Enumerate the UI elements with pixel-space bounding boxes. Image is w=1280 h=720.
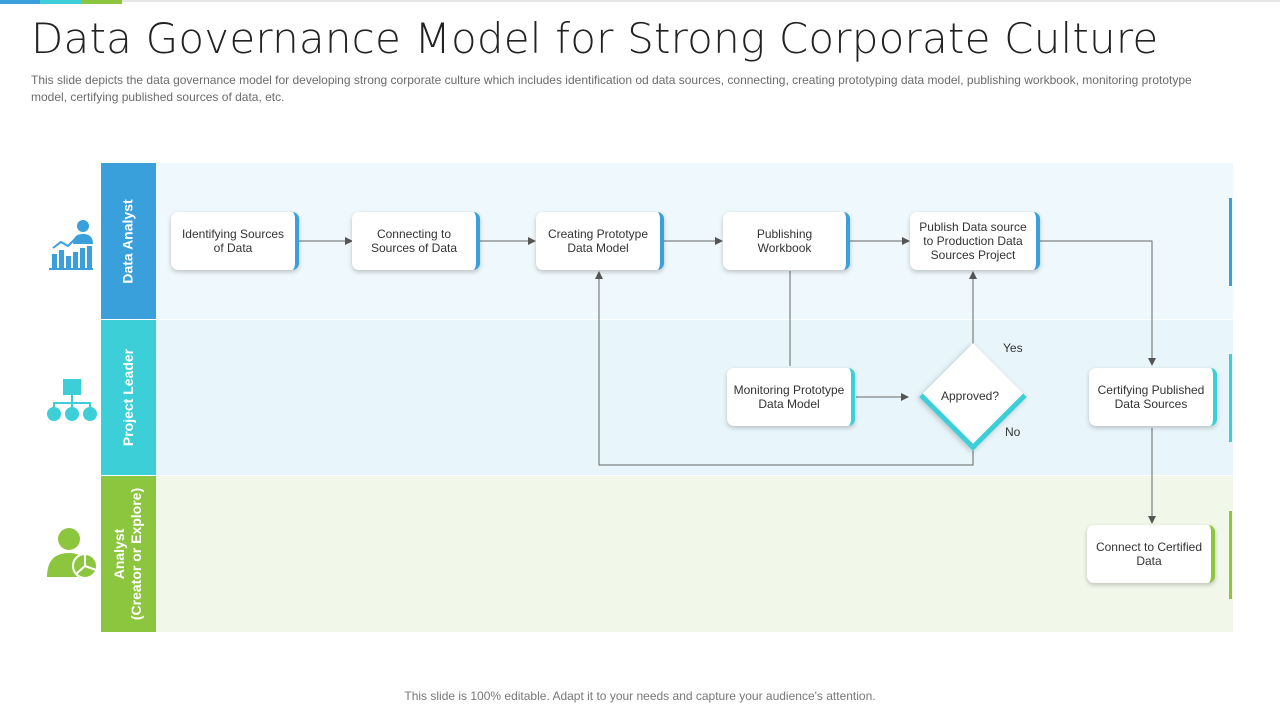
step-identifying-sources: Identifying Sources of Data — [171, 212, 299, 270]
edge-mark-green — [1229, 511, 1232, 599]
lane-tab-analyst: Analyst(Creator or Explore) — [101, 476, 156, 632]
top-rule — [122, 0, 1280, 2]
edge-mark-teal — [1229, 354, 1232, 442]
hierarchy-icon — [46, 379, 98, 428]
user-pie-icon — [47, 527, 99, 584]
top-accent-teal — [40, 0, 82, 4]
step-connect-certified: Connect to Certified Data — [1087, 525, 1215, 583]
page-title: Data Governance Model for Strong Corpora… — [31, 14, 1159, 63]
top-accent-green — [82, 0, 122, 4]
step-publishing-workbook: Publishing Workbook — [723, 212, 850, 270]
decision-label: Approved? — [940, 389, 1000, 403]
lane-analyst-bg — [156, 476, 1233, 632]
lane-tab-data-analyst: Data Analyst — [101, 163, 156, 319]
page-subtitle: This slide depicts the data governance m… — [31, 73, 1192, 104]
step-creating-prototype: Creating Prototype Data Model — [536, 212, 664, 270]
step-connecting-sources: Connecting to Sources of Data — [352, 212, 480, 270]
yes-label: Yes — [1003, 341, 1023, 355]
step-certifying-published: Certifying Published Data Sources — [1089, 368, 1217, 426]
edge-mark-blue — [1229, 198, 1232, 286]
footer-note: This slide is 100% editable. Adapt it to… — [404, 689, 876, 703]
step-publish-data-source: Publish Data source to Production Data S… — [910, 212, 1040, 270]
analyst-chart-icon — [47, 218, 95, 275]
lane-project-leader-bg — [156, 320, 1233, 475]
lane-tab-project-leader: Project Leader — [101, 320, 156, 475]
no-label: No — [1005, 425, 1021, 439]
top-accent-blue — [0, 0, 40, 4]
step-monitoring-prototype: Monitoring Prototype Data Model — [727, 368, 855, 426]
